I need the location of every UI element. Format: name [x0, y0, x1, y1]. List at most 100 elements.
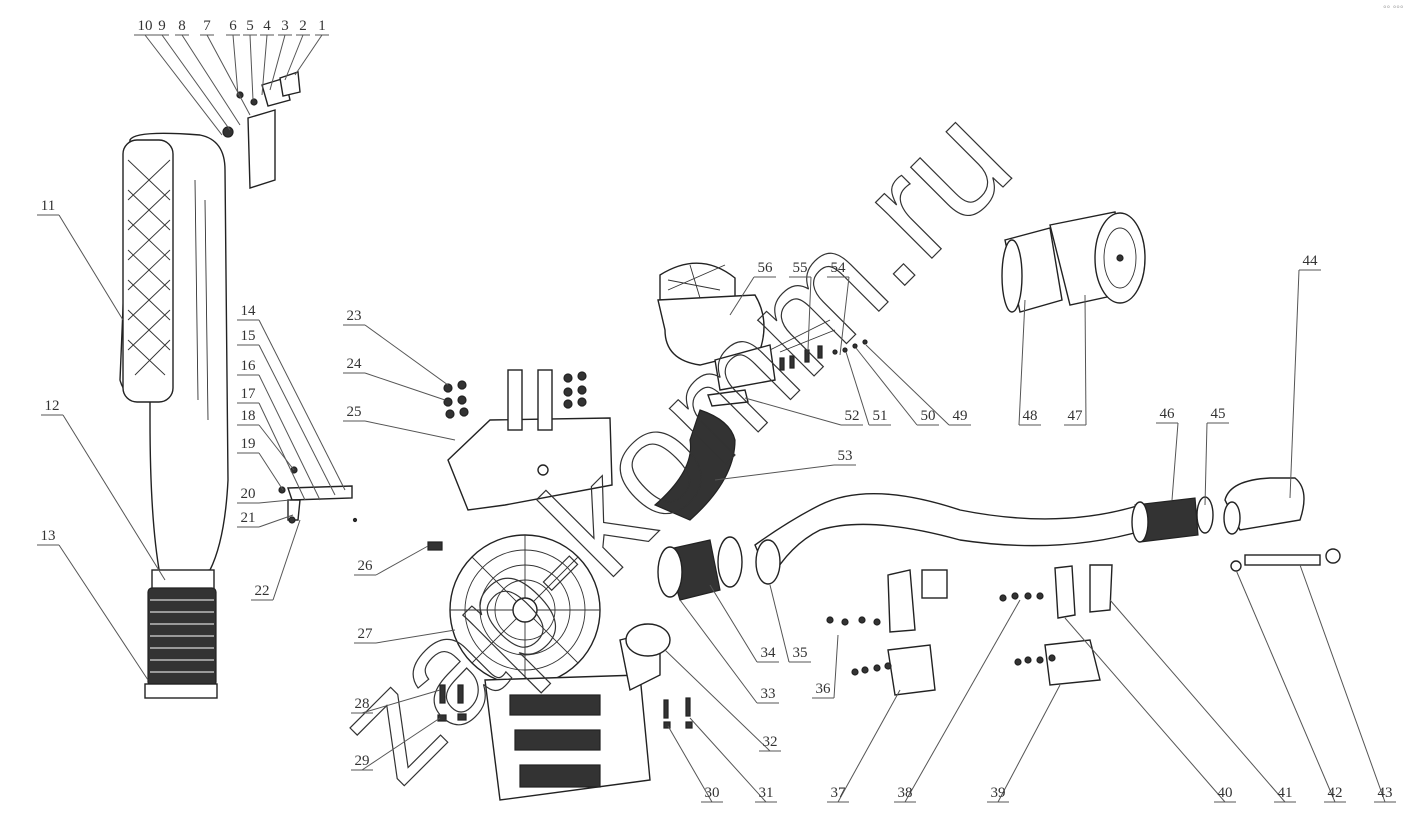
callout-label-40: 40 — [1218, 785, 1233, 801]
leader-line — [144, 34, 223, 136]
callout-label-44: 44 — [1303, 253, 1319, 269]
leader-line — [709, 584, 758, 663]
callout-label-12: 12 — [45, 398, 60, 414]
leader-line — [1171, 422, 1179, 501]
watermark: zap-komm.ru — [303, 74, 1042, 813]
callout-label-33: 33 — [761, 686, 776, 702]
callout-label-25: 25 — [347, 404, 362, 420]
callout-label-27: 27 — [358, 626, 374, 642]
leader-line — [206, 34, 251, 116]
callout-label-16: 16 — [241, 358, 257, 374]
leader-line — [284, 34, 304, 81]
leader-line — [1109, 599, 1286, 803]
leader-line — [258, 344, 336, 496]
leader-line — [1064, 617, 1226, 803]
svg-text:zap-komm.ru: zap-komm.ru — [304, 75, 1042, 813]
callout-label-53: 53 — [838, 448, 853, 464]
leader-line — [258, 319, 346, 491]
leader-line — [679, 599, 758, 704]
leader-line — [729, 276, 755, 316]
callout-label-9: 9 — [158, 18, 166, 34]
leader-line — [364, 420, 456, 441]
callout-label-46: 46 — [1160, 406, 1176, 422]
leader-line — [769, 584, 790, 663]
snorkel-part — [119, 132, 229, 699]
leader-line — [258, 499, 291, 504]
callout-label-2: 2 — [299, 18, 307, 34]
leader-line — [1235, 569, 1336, 803]
callout-label-39: 39 — [991, 785, 1006, 801]
callout-label-48: 48 — [1023, 408, 1038, 424]
callout-label-15: 15 — [241, 328, 256, 344]
callout-label-13: 13 — [41, 528, 56, 544]
callout-label-49: 49 — [953, 408, 968, 424]
clamp-brackets-part — [826, 564, 1113, 696]
callout-label-28: 28 — [355, 696, 370, 712]
callout-label-43: 43 — [1378, 785, 1393, 801]
callout-label-38: 38 — [898, 785, 913, 801]
leader-line — [294, 34, 323, 76]
leader-line — [258, 514, 294, 528]
callout-label-23: 23 — [347, 308, 362, 324]
leader-line — [361, 717, 441, 771]
leader-line — [375, 545, 429, 576]
callout-label-7: 7 — [203, 18, 211, 34]
leader-line — [837, 689, 901, 803]
air-cleaner-part — [427, 534, 671, 801]
leader-line — [689, 717, 767, 803]
callout-label-29: 29 — [355, 753, 370, 769]
leader-lines — [37, 34, 1396, 803]
callout-label-37: 37 — [831, 785, 847, 801]
leader-line — [58, 544, 149, 681]
callout-label-10: 10 — [138, 18, 153, 34]
bolts-part — [437, 684, 693, 729]
intake-pipe-part — [657, 477, 1341, 601]
leader-line — [865, 344, 950, 426]
support-bracket-part — [443, 369, 613, 511]
callout-labels: 1234567891011121314151617181920212223242… — [41, 18, 1393, 801]
callout-label-30: 30 — [705, 785, 720, 801]
leader-line — [855, 347, 918, 426]
leader-line — [258, 374, 321, 501]
leader-line — [807, 276, 812, 351]
callout-label-3: 3 — [281, 18, 289, 34]
callout-label-55: 55 — [793, 260, 808, 276]
precleaner-part — [653, 262, 868, 521]
corner-mark: °° °°° — [1383, 4, 1404, 14]
leader-line — [258, 452, 284, 491]
leader-line — [62, 414, 166, 581]
leader-line — [1018, 299, 1026, 426]
callout-label-5: 5 — [246, 18, 254, 34]
leader-line — [1299, 564, 1386, 803]
leader-line — [249, 34, 254, 101]
callout-label-45: 45 — [1211, 406, 1226, 422]
leader-line — [1289, 269, 1300, 499]
leader-line — [667, 725, 713, 803]
mount-bracket-part — [222, 71, 301, 189]
callout-label-17: 17 — [241, 386, 257, 402]
callout-label-31: 31 — [759, 785, 774, 801]
callout-label-34: 34 — [761, 645, 777, 661]
callout-label-42: 42 — [1328, 785, 1343, 801]
callout-label-6: 6 — [229, 18, 237, 34]
leader-line — [744, 397, 842, 426]
leader-line — [997, 684, 1061, 803]
leader-line — [232, 34, 239, 96]
small-bracket-part — [278, 466, 358, 524]
callout-label-4: 4 — [263, 18, 271, 34]
callout-label-47: 47 — [1068, 408, 1084, 424]
callout-label-54: 54 — [831, 260, 847, 276]
leader-line — [258, 402, 306, 501]
leader-line — [364, 372, 446, 401]
leader-line — [361, 689, 441, 714]
callout-label-51: 51 — [873, 408, 888, 424]
callout-label-24: 24 — [347, 356, 363, 372]
callout-label-18: 18 — [241, 408, 256, 424]
callout-label-26: 26 — [358, 558, 374, 574]
filter-elements-part — [1001, 211, 1146, 313]
leader-line — [833, 634, 839, 699]
callout-label-20: 20 — [241, 486, 256, 502]
callout-label-41: 41 — [1278, 785, 1293, 801]
callout-label-22: 22 — [255, 583, 270, 599]
